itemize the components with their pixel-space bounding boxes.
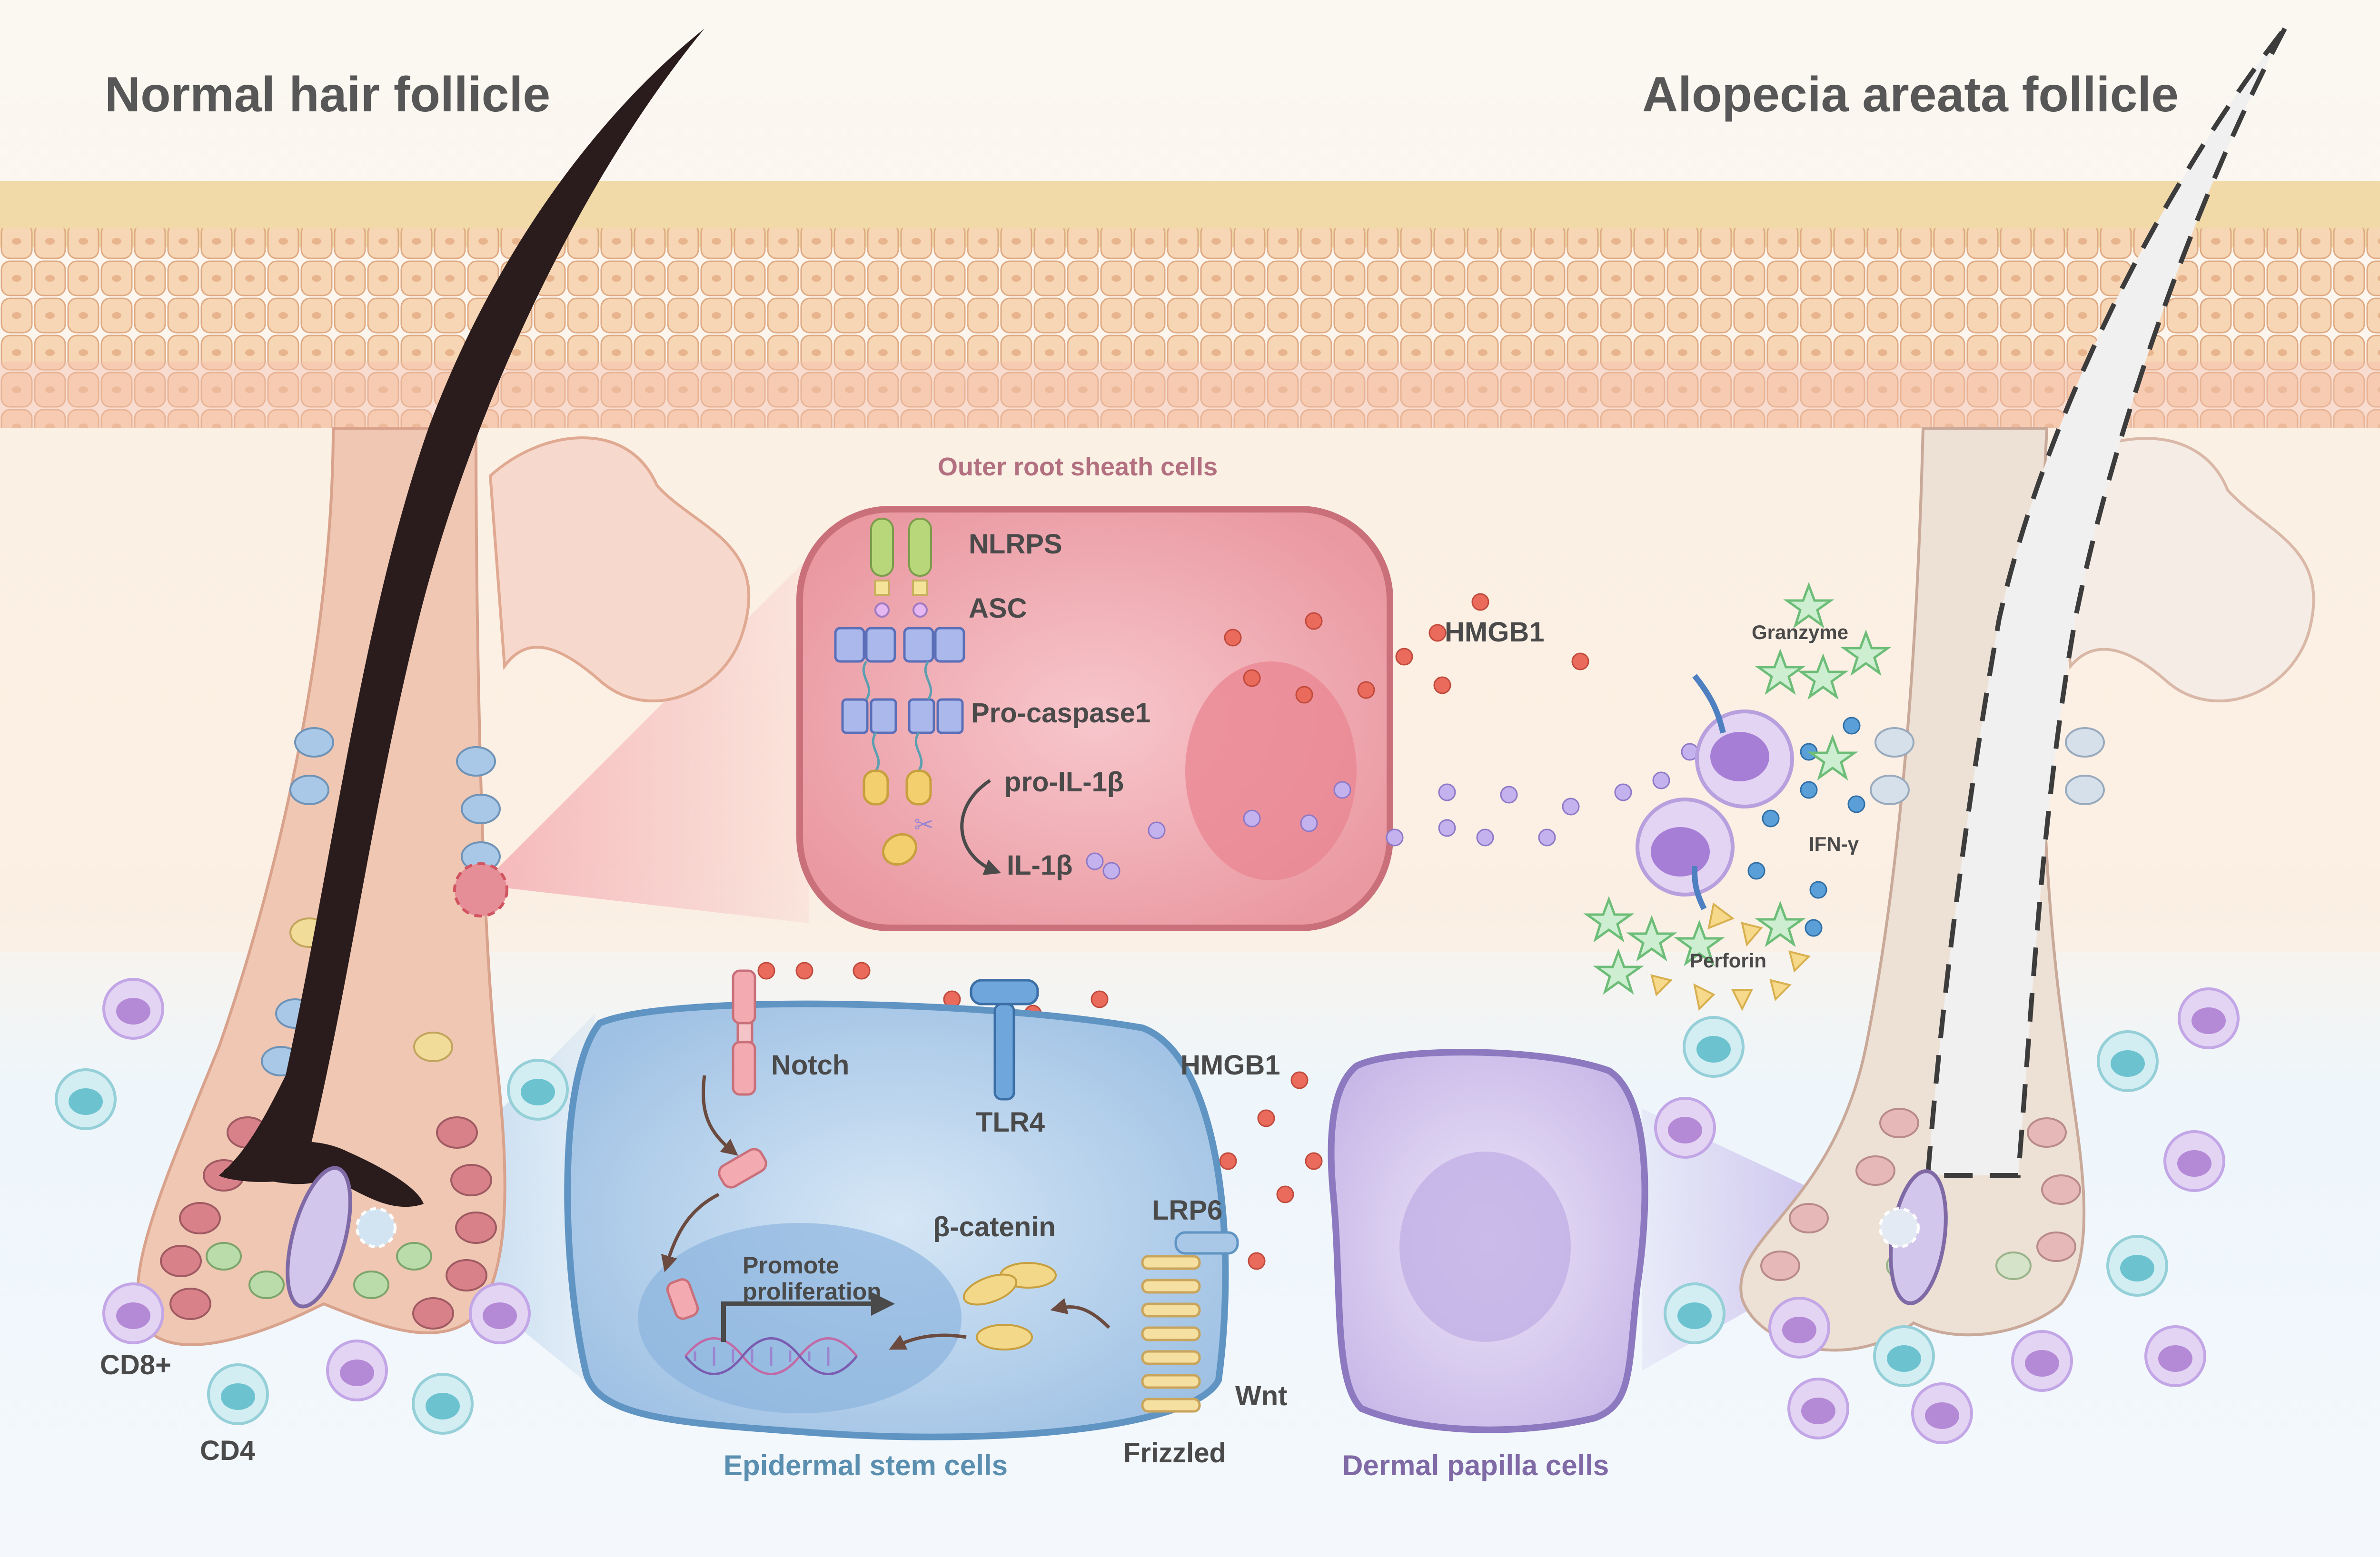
stem-cell-title: Epidermal stem cells	[724, 1449, 1008, 1481]
wnt-label: Wnt	[1235, 1380, 1288, 1411]
granzyme-stars	[1583, 581, 1892, 995]
notch-intracellular	[666, 1148, 767, 1320]
nlrp-proteins	[870, 518, 932, 618]
proliferation-label: proliferation	[743, 1278, 882, 1305]
caspase-linker-1	[862, 660, 871, 700]
ifn-gamma-dots	[1747, 717, 1865, 937]
ifn-gamma-label: IFN-γ	[1809, 833, 1859, 855]
ors-nucleus	[1185, 661, 1357, 880]
follicle-sheath-left	[136, 427, 506, 1346]
tlr4-label: TLR4	[976, 1107, 1045, 1138]
tlr4-receptor	[970, 979, 1039, 1101]
cd4-cell	[507, 1059, 569, 1121]
cd4-cell	[2097, 1030, 2159, 1092]
cd4-cell	[1664, 1282, 1726, 1344]
perforin-triangles	[1650, 902, 1811, 1011]
papilla-cell-zoom	[1328, 1049, 1648, 1433]
sebaceous-gland-right	[2045, 437, 2315, 702]
scissors-icon: ✂	[914, 811, 934, 838]
il1b-fragment	[882, 833, 918, 866]
stem-nucleus	[638, 1223, 962, 1413]
promote-arrow	[721, 1292, 895, 1342]
cd8-cell	[2011, 1330, 2073, 1392]
dna-helix	[684, 1337, 858, 1375]
dermal-papilla-left	[286, 1166, 397, 1309]
cd8-cell	[102, 1282, 164, 1344]
pro-il1b-block-2	[905, 769, 932, 806]
cd8-cell	[2144, 1325, 2206, 1387]
cd8-cell	[326, 1340, 388, 1401]
title-normal-follicle: Normal hair follicle	[105, 67, 551, 122]
pro-il1b-label: pro-IL-1β	[1004, 767, 1124, 798]
hair-shaft-left	[219, 29, 704, 1182]
asc-caspase-blocks	[834, 627, 965, 734]
cd8-label: CD8+	[100, 1350, 171, 1380]
notch-arrow-1	[702, 1075, 738, 1156]
caspase-linker-2	[924, 660, 932, 700]
ors-cell-title: Outer root sheath cells	[938, 453, 1218, 481]
pro-il1b-block-1	[863, 769, 889, 806]
cd8-cell	[1911, 1382, 1973, 1444]
frizzled-receptor	[1141, 1255, 1201, 1413]
beta-catenin-arrow-2	[889, 1333, 967, 1350]
nlrps-label: NLRPS	[969, 529, 1062, 560]
attacking-t-cells	[1636, 674, 1794, 910]
immune-cells-scattered	[55, 978, 2240, 1444]
granzyme-label: Granzyme	[1752, 621, 1849, 643]
cd8-cell	[469, 1282, 531, 1344]
cd4-cell	[2106, 1235, 2168, 1297]
follicle-cells-right	[1760, 727, 2105, 1281]
notch-arrow-2	[661, 1192, 720, 1272]
cd8-cell	[2163, 1130, 2225, 1192]
papilla-cell-title: Dermal papilla cells	[1342, 1449, 1609, 1481]
beta-catenin-arrow-1	[1050, 1298, 1111, 1329]
lrp6-receptor	[1174, 1231, 1239, 1255]
sebaceous-gland-left	[488, 436, 751, 702]
cd4-cell	[1683, 1016, 1745, 1078]
cd8-cell	[1654, 1097, 1716, 1159]
hair-shaft-right-missing	[1925, 27, 2287, 1178]
cd4-cell	[207, 1363, 269, 1425]
cleavage-arrow	[960, 779, 1002, 875]
promote-label: Promote	[743, 1252, 839, 1279]
il1b-dots	[1086, 743, 1699, 880]
caspase-linker-3	[872, 732, 880, 772]
alopecia-follicle	[1739, 27, 2315, 1352]
pro-caspase1-label: Pro-caspase1	[971, 698, 1151, 729]
notch-label: Notch	[771, 1050, 850, 1081]
title-alopecia-follicle: Alopecia areata follicle	[1642, 67, 2179, 122]
il1b-label: IL-1β	[1007, 850, 1073, 881]
epidermis-cells	[0, 228, 2380, 428]
notch-receptor	[732, 969, 756, 1096]
cd4-cell	[55, 1068, 117, 1130]
cd4-cell	[1873, 1325, 1935, 1387]
normal-follicle	[136, 29, 751, 1346]
cd8-cell	[1768, 1297, 1830, 1359]
beta-catenin-label: β-catenin	[933, 1212, 1056, 1242]
hmgb1-label-top: HMGB1	[1445, 617, 1545, 648]
beta-catenin-ovals	[962, 1262, 1057, 1350]
cd8-cell	[2178, 987, 2240, 1049]
hmgb1-label-bottom: HMGB1	[1180, 1050, 1280, 1081]
epidermis-tint	[0, 362, 2380, 428]
stem-cell-zoom	[564, 969, 1239, 1440]
lrp6-label: LRP6	[1152, 1195, 1223, 1226]
cd4-cell	[412, 1373, 474, 1435]
cd4-label: CD4	[200, 1435, 256, 1466]
perforin-label: Perforin	[1690, 949, 1767, 972]
papilla-nucleus	[1399, 1152, 1571, 1342]
caspase-linker-4	[914, 732, 923, 772]
highlighted-ors-cell-left	[453, 862, 508, 917]
frizzled-label: Frizzled	[1123, 1438, 1226, 1468]
asc-label: ASC	[969, 593, 1027, 624]
cd8-cell	[1787, 1378, 1849, 1439]
dermal-papilla-right	[1879, 1169, 1948, 1305]
cd8-cell	[102, 978, 164, 1040]
